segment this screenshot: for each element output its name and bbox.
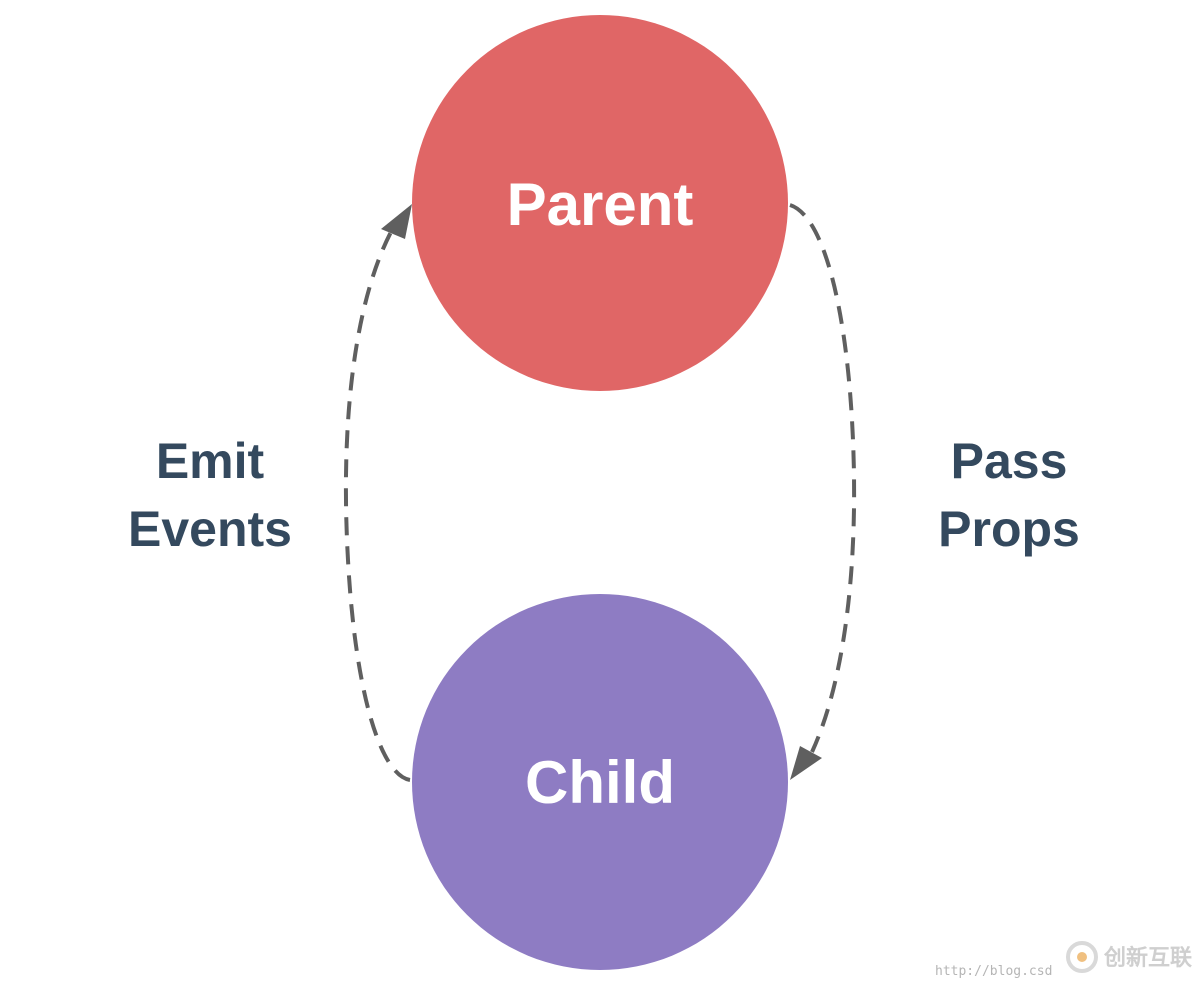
- emit-events-label: Emit Events: [128, 433, 292, 557]
- watermark-brand: 创新互联: [1103, 945, 1192, 971]
- emit-events-label-line1: Emit: [156, 433, 265, 489]
- pass-props-label: Pass Props: [938, 433, 1080, 557]
- watermark-url: http://blog.csd: [935, 964, 1052, 979]
- emit-events-connector: [343, 229, 411, 782]
- child-node: Child: [412, 594, 788, 970]
- pass-props-label-line2: Props: [938, 501, 1080, 557]
- watermark-logo-icon: [1066, 941, 1098, 973]
- parent-node: Parent: [412, 15, 788, 391]
- emit-events-arrowhead: [381, 204, 412, 239]
- pass-props-connector: [789, 203, 857, 753]
- pass-props-label-line1: Pass: [951, 433, 1068, 489]
- parent-label: Parent: [507, 171, 694, 238]
- child-label: Child: [525, 749, 675, 816]
- pass-props-arrowhead: [790, 746, 822, 780]
- watermark-logo-dot: [1077, 952, 1087, 962]
- watermark: http://blog.csd 创新互联: [935, 941, 1192, 979]
- emit-events-label-line2: Events: [128, 501, 292, 557]
- parent-circle: [412, 15, 788, 391]
- child-circle: [412, 594, 788, 970]
